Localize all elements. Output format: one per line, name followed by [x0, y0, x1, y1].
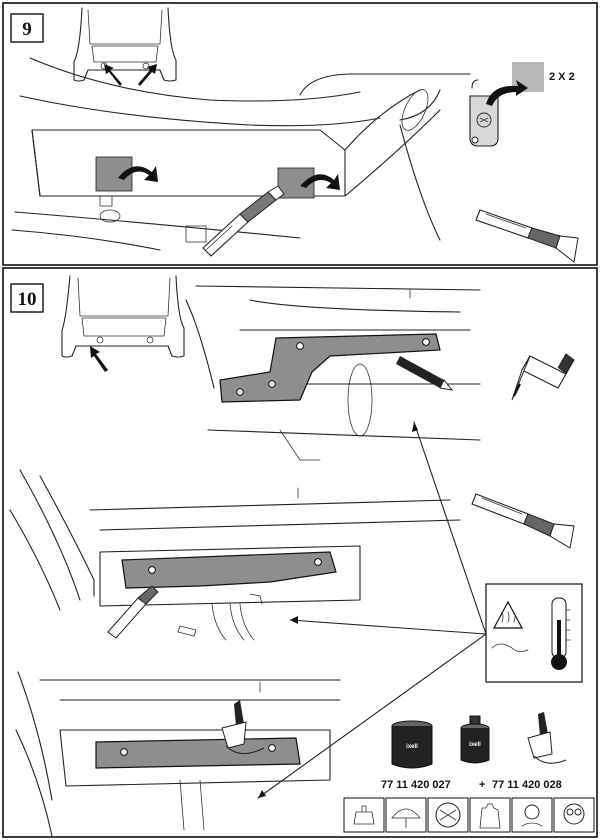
step-9-number: 9 [22, 19, 32, 40]
pointer-arrow-icon [90, 346, 108, 372]
underbody-detail-upper [185, 285, 481, 461]
adhesive-plate [121, 551, 337, 589]
pencil-icon [511, 353, 575, 401]
svg-text:ixell: ixell [406, 744, 418, 750]
pointer-arrow-icon [138, 64, 157, 86]
gloves-pictogram-icon [343, 797, 385, 833]
adhesive-pad [95, 156, 133, 192]
cartridge-icon [469, 95, 499, 147]
adhesive-can-large-icon: ixell [391, 720, 433, 769]
step-10-number: 10 [18, 289, 37, 310]
hand-protection-icon [469, 797, 511, 833]
car-rear-thumbnail-step-9 [73, 7, 177, 86]
step-9-number-box: 9 [10, 13, 44, 43]
scraper-tool-right-step-9 [475, 209, 579, 263]
safety-icons-strip [343, 797, 595, 833]
paintbrush-icon [234, 700, 244, 726]
adhesive-cartridge-group: 2 X 2 [469, 62, 575, 147]
quantity-label: 2 X 2 [549, 71, 575, 83]
plus-sign: + [479, 779, 485, 791]
pointer-arrow-icon [104, 64, 122, 86]
adhesive-can-small-icon: ixell [460, 715, 490, 764]
scraper-tool-icon [137, 585, 159, 605]
apply-arrow-icon [486, 80, 528, 106]
svg-text:ixell: ixell [469, 742, 481, 748]
marker-pencil-icon [396, 356, 444, 388]
leader-arrows [257, 421, 487, 799]
adhesive-products: ixell ixell 77 11 420 027 + 77 11 420 02… [381, 712, 567, 791]
mask-icon [511, 797, 553, 833]
scraper-tool-right-step-10 [471, 493, 575, 549]
underbody-detail-middle [9, 469, 461, 641]
step-10-panel [2, 267, 598, 838]
car-rear-thumbnail-step-10 [61, 275, 185, 372]
goggles-icon [553, 797, 595, 833]
part-number-2: 77 11 420 028 [492, 779, 562, 791]
step-10-number-box: 10 [10, 283, 44, 313]
peel-arrow-icon [300, 174, 340, 190]
step-9-panel [2, 2, 598, 266]
paintbrush-product-icon [527, 712, 567, 764]
scraper-tool-step-9 [202, 185, 285, 257]
peel-arrow-icon [118, 166, 158, 182]
temperature-warning-box [485, 583, 583, 683]
underbody-detail-lower [15, 671, 341, 837]
underbody-sketch-step-9 [11, 57, 471, 251]
part-number-1: 77 11 420 027 [381, 779, 451, 791]
